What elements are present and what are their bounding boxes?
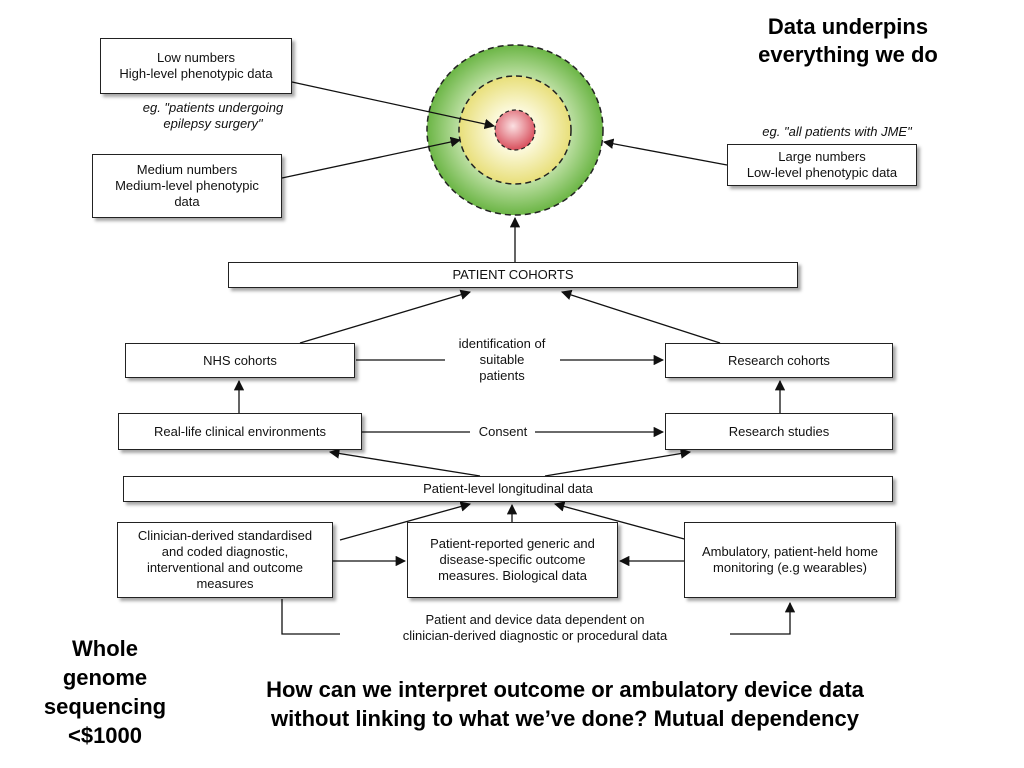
arrow-large-to-outer [602, 138, 728, 166]
top-right-headline: Data underpins everything we do [758, 14, 938, 67]
patient-cohorts-box: PATIENT COHORTS [228, 262, 798, 288]
identification-label: identification of suitable patients [458, 336, 546, 383]
consent-label: Consent [478, 424, 528, 439]
arrow-research-to-cohorts [561, 289, 721, 344]
jme-example-note: eg. "all patients with JME" [762, 124, 912, 139]
arrow-nhs-to-cohorts [299, 289, 471, 344]
arrow-clinician-to-longitudinal [339, 501, 472, 541]
research-cohorts-box: Research cohorts [665, 343, 893, 378]
arrow-medium-to-middle [281, 136, 462, 179]
ambulatory-box: Ambulatory, patient-held home monitoring… [684, 522, 896, 598]
arrow-ambulatory-to-longitudinal [553, 501, 689, 541]
large-numbers-box: Large numbers Low-level phenotypic data [727, 144, 917, 186]
clinician-derived-box: Clinician-derived standardised and coded… [117, 522, 333, 598]
target-rings [426, 44, 604, 216]
device-dependency-label: Patient and device data dependent on cli… [340, 612, 730, 644]
research-studies-box: Research studies [665, 413, 893, 450]
medium-numbers-box: Medium numbers Medium-level phenotypic d… [92, 154, 282, 218]
genome-sequencing-text: Whole genome sequencing <$1000 [43, 636, 167, 748]
target-core [494, 109, 536, 151]
low-numbers-box: Low numbers High-level phenotypic data [100, 38, 292, 94]
arrow-longitudinal-to-studies [544, 448, 692, 477]
patient-reported-box: Patient-reported generic and disease-spe… [407, 522, 618, 598]
arrow-longitudinal-to-reallife [328, 448, 481, 477]
real-life-box: Real-life clinical environments [118, 413, 362, 450]
arrow-low-to-core [291, 81, 496, 130]
epilepsy-example-note: eg. "patients undergoing epilepsy surger… [142, 100, 284, 131]
mutual-dependency-question: How can we interpret outcome or ambulato… [266, 677, 864, 731]
longitudinal-data-box: Patient-level longitudinal data [123, 476, 893, 502]
nhs-cohorts-box: NHS cohorts [125, 343, 355, 378]
